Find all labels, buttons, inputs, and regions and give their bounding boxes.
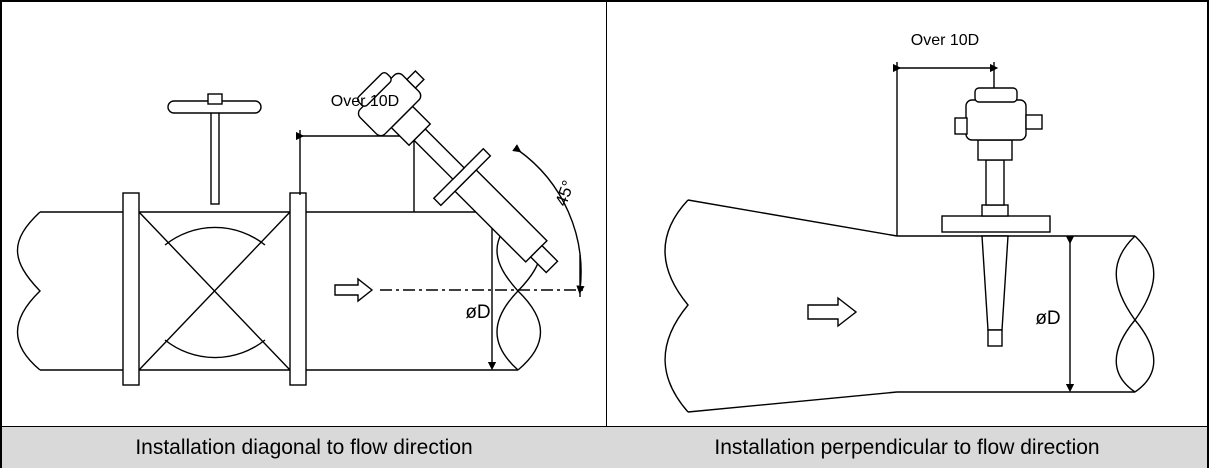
caption-diagonal: Installation diagonal to flow direction <box>135 436 473 459</box>
angle-label: 45° <box>552 178 579 209</box>
installation-diagrams: Over 10D 45° øD <box>16 32 1155 413</box>
flange-right <box>289 192 307 386</box>
diameter-label-left: øD <box>465 302 490 323</box>
pipe-left-section <box>16 211 123 371</box>
flow-arrow-right <box>807 296 858 328</box>
diagonal-sensor <box>356 70 559 274</box>
dimension-10d-left <box>295 130 419 212</box>
row-divider <box>2 426 1207 427</box>
caption-row: Installation diagonal to flow direction … <box>2 427 1207 468</box>
perpendicular-sensor <box>941 87 1051 347</box>
dimension-label-left: Over 10D <box>331 93 399 110</box>
diameter-label-right: øD <box>1035 308 1060 329</box>
caption-perpendicular: Installation perpendicular to flow direc… <box>714 436 1100 459</box>
flange-left <box>122 192 140 386</box>
diagonal-installation-diagram <box>16 70 585 386</box>
flow-arrow <box>334 277 374 303</box>
dimension-10d-right <box>892 62 999 236</box>
reducer-pipe <box>664 199 1155 413</box>
gate-valve <box>138 93 291 371</box>
column-divider <box>606 2 607 468</box>
dimension-label-right: Over 10D <box>911 32 979 49</box>
angle-arc <box>512 144 585 297</box>
perpendicular-installation-diagram <box>664 62 1155 413</box>
